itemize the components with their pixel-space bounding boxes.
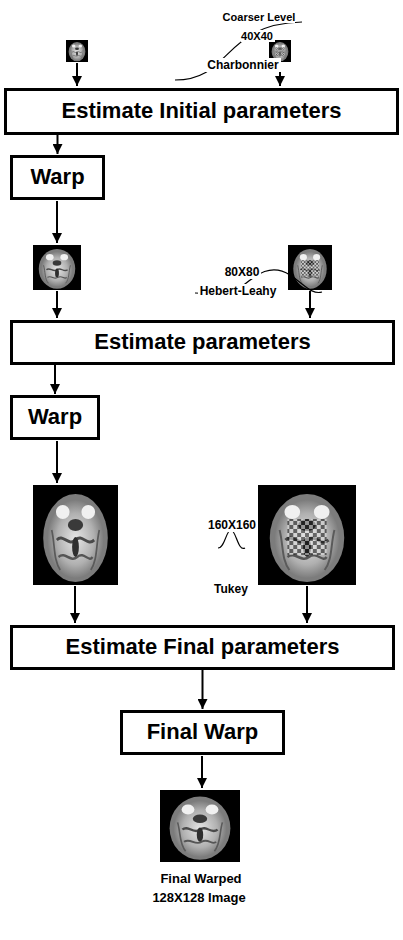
flow-arrow <box>56 201 58 243</box>
box-text: Estimate parameters <box>94 330 310 354</box>
label-box: Coarser Level 40X40 <box>212 6 304 44</box>
label-box: Charbonnier <box>188 54 298 73</box>
flow-arrow <box>56 441 58 483</box>
caption-label: 160X160 <box>206 518 258 532</box>
brain-image <box>33 485 118 585</box>
process-box: Estimate Initial parameters <box>4 88 399 135</box>
flow-arrow <box>76 63 78 86</box>
caption-label: Final Warped 128X128 Image <box>152 871 247 905</box>
process-box: Warp <box>10 155 105 200</box>
brain-image <box>258 485 356 585</box>
flow-connector <box>54 365 56 394</box>
caption-label: Tukey <box>212 582 250 596</box>
flow-connector <box>57 135 59 154</box>
process-box: Final Warp <box>120 710 285 755</box>
distortion-grid <box>276 47 285 55</box>
distortion-grid <box>287 519 326 555</box>
caption-label: 80X80 <box>223 265 262 279</box>
box-text: Warp <box>30 165 84 189</box>
flow-arrow <box>201 756 203 788</box>
box-text: Estimate Final parameters <box>66 635 340 659</box>
label-box: 80X80 <box>202 261 282 280</box>
flow-connector <box>202 670 204 709</box>
flow-arrow <box>306 586 308 623</box>
box-text: Estimate Initial parameters <box>61 99 341 123</box>
label-box: Final Warped 128X128 Image <box>137 868 263 906</box>
label-box: 160X160 <box>187 514 277 533</box>
caption-label: Charbonnier <box>205 58 280 72</box>
flow-arrow <box>56 291 58 318</box>
flow-arrow <box>74 586 76 623</box>
brain-image <box>66 40 88 62</box>
charbonnier-curve <box>175 22 302 80</box>
brain-image <box>33 245 81 290</box>
tukey-curve <box>218 530 245 548</box>
label-box: Tukey <box>196 578 266 597</box>
box-text: Warp <box>28 405 82 429</box>
process-box: Estimate Final parameters <box>10 625 395 670</box>
process-box: Warp <box>10 395 100 440</box>
distortion-grid <box>301 260 319 276</box>
flow-arrow <box>309 291 311 318</box>
process-box: Estimate parameters <box>10 320 395 365</box>
caption-label: Coarser Level 40X40 <box>221 11 296 42</box>
box-text: Final Warp <box>147 720 259 744</box>
caption-label: Hebert-Leahy <box>198 284 279 298</box>
brain-image <box>160 790 240 862</box>
label-box: Hebert-Leahy <box>183 280 293 299</box>
brain-image <box>288 245 332 290</box>
